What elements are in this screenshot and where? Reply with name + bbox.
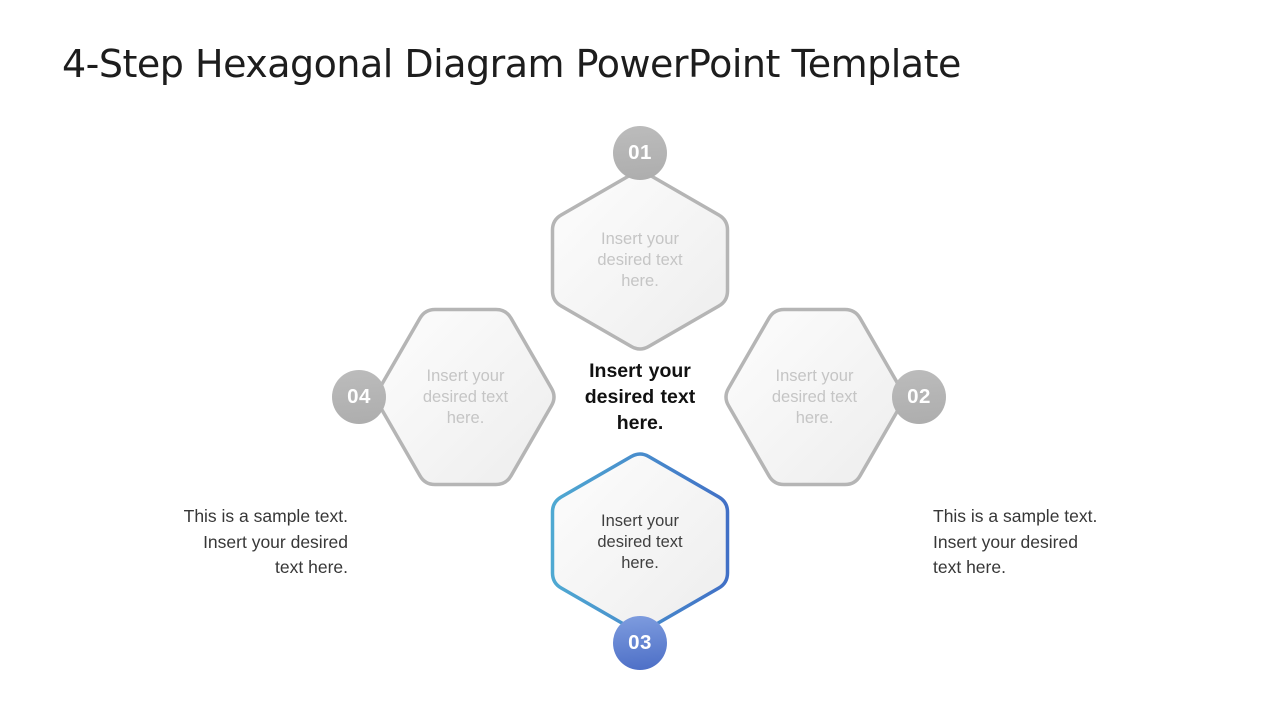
step-01-placeholder-text: Insert your desired text here. xyxy=(597,230,683,290)
hexagon-shape xyxy=(375,307,556,487)
step-04: Insert your desired text here. 04 xyxy=(332,307,559,487)
step-04-placeholder-text: Insert your desired text here. xyxy=(422,366,509,427)
step-04-hexagon xyxy=(375,307,556,487)
step-02-placeholder-text: Insert your desired text here. xyxy=(771,366,858,427)
step-02-number-badge: 02 xyxy=(892,370,946,424)
slide-title: 4-Step Hexagonal Diagram PowerPoint Temp… xyxy=(62,42,961,86)
step-01: Insert your desired text here. 01 xyxy=(550,126,730,354)
sample-text-right: This is a sample text. Insert your desir… xyxy=(933,506,1098,577)
step-01-hexagon xyxy=(550,170,730,351)
step-03-number-badge: 03 xyxy=(613,616,667,670)
step-03-placeholder-text: Insert your desired text here. xyxy=(597,512,683,572)
step-02: Insert your desired text here. 02 xyxy=(721,307,946,487)
step-04-number-badge: 04 xyxy=(332,370,386,424)
sample-text-left: This is a sample text. Insert your desir… xyxy=(183,506,348,577)
hexagon-shape xyxy=(550,170,730,351)
step-03: Insert your desired text here. 03 xyxy=(550,449,730,670)
step-01-number-badge: 01 xyxy=(613,126,667,180)
center-text-label: Insert your desired text here. xyxy=(584,360,696,434)
